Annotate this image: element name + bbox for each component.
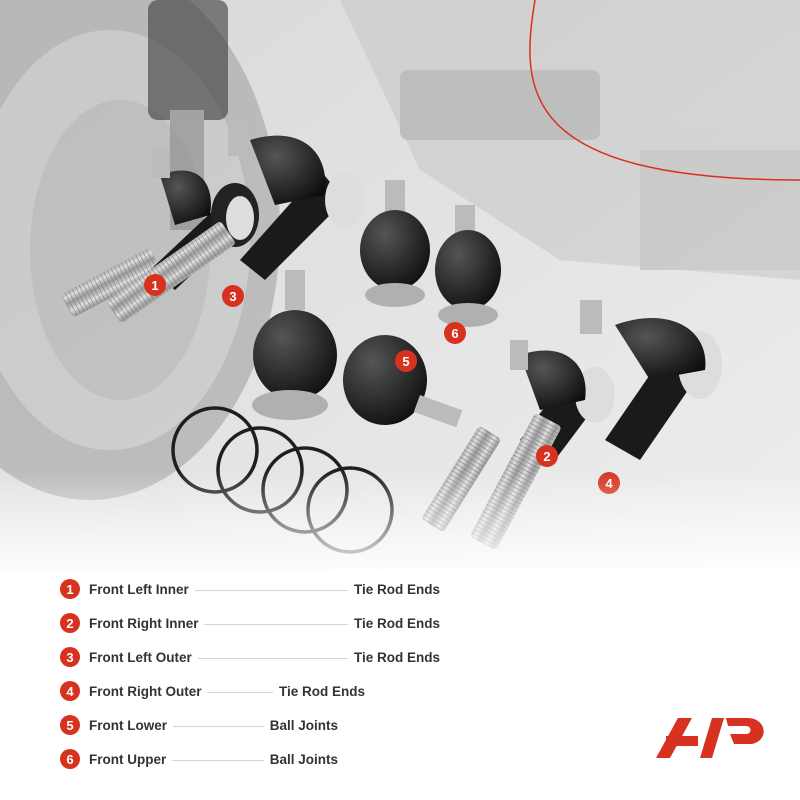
svg-text:2: 2 [543, 449, 550, 464]
svg-text:6: 6 [451, 326, 458, 341]
legend-location: Front Lower [89, 717, 167, 733]
legend-category: Ball Joints [269, 717, 338, 733]
photo-badge: 6 [444, 322, 466, 344]
photo-badge: 3 [222, 285, 244, 307]
product-photo: 1 3 6 5 2 4 [0, 0, 800, 570]
legend-row: 3 Front Left Outer Tie Rod Ends [60, 644, 440, 670]
ball-joint-upper-b [435, 205, 501, 327]
legend-category: Tie Rod Ends [353, 581, 440, 597]
number-badge: 2 [60, 613, 80, 633]
legend-location: Front Upper [89, 751, 167, 767]
legend-category: Tie Rod Ends [353, 649, 440, 665]
chassis-frame [340, 0, 800, 280]
legend-row: 5 Front Lower Ball Joints [60, 712, 338, 738]
photo-badge: 1 [144, 274, 166, 296]
number-badge: 1 [60, 579, 80, 599]
svg-text:5: 5 [402, 354, 409, 369]
photo-badge: 5 [395, 350, 417, 372]
red-accent-line [529, 0, 800, 181]
a-premium-logo [656, 718, 764, 758]
leader-line [197, 657, 348, 659]
legend-category: Tie Rod Ends [278, 683, 365, 699]
number-badge: 4 [60, 681, 80, 701]
leader-line [194, 589, 348, 591]
legend-category: Tie Rod Ends [353, 615, 440, 631]
leader-line [172, 759, 264, 761]
legend-category: Ball Joints [269, 751, 338, 767]
number-badge: 3 [60, 647, 80, 667]
legend-row: 6 Front Upper Ball Joints [60, 746, 338, 772]
tie-rod-end-front-left-outer [107, 120, 365, 323]
legend-location: Front Right Outer [89, 683, 202, 699]
legend-location: Front Left Outer [89, 649, 192, 665]
leader-line [204, 623, 348, 625]
ball-joint-upper-a [360, 180, 430, 307]
legend-location: Front Right Inner [89, 615, 199, 631]
number-badge: 5 [60, 715, 80, 735]
legend-row: 2 Front Right Inner Tie Rod Ends [60, 610, 440, 636]
leader-line [207, 691, 273, 693]
leader-line [173, 725, 264, 727]
ball-joint-lower-a [252, 270, 337, 420]
svg-text:1: 1 [151, 278, 158, 293]
legend-row: 1 Front Left Inner Tie Rod Ends [60, 576, 440, 602]
photo-badge: 2 [536, 445, 558, 467]
photo-fade [0, 470, 800, 580]
svg-text:3: 3 [229, 289, 236, 304]
legend-row: 4 Front Right Outer Tie Rod Ends [60, 678, 365, 704]
legend-location: Front Left Inner [89, 581, 189, 597]
number-badge: 6 [60, 749, 80, 769]
